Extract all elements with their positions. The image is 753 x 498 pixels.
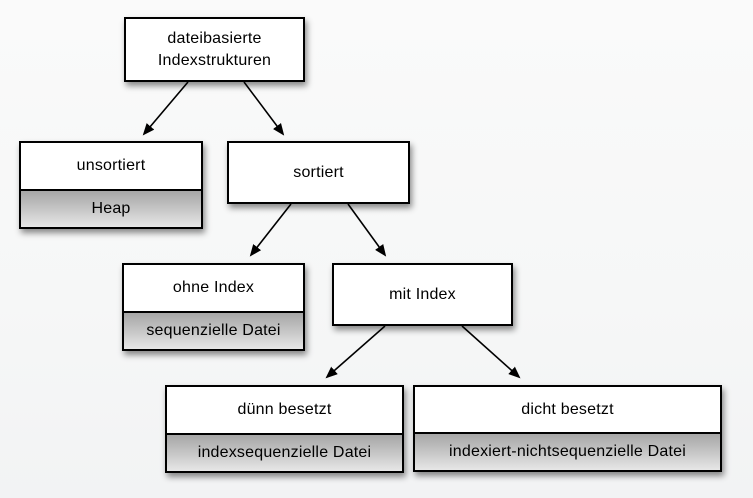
node-with-index: mit Index: [332, 263, 513, 326]
node-sorted-label: sortiert: [293, 163, 344, 181]
edge-sorted-withindex: [347, 203, 387, 257]
edge-root-sorted: [243, 81, 285, 136]
node-without-index: ohne Index sequenzielle Datei: [122, 263, 305, 351]
node-with-index-label: mit Index: [389, 285, 456, 303]
node-sparse-sublabel: indexsequenzielle Datei: [167, 433, 402, 471]
node-unsorted: unsortiert Heap: [19, 141, 203, 229]
node-sparse: dünn besetzt indexsequenzielle Datei: [165, 385, 404, 473]
node-dense-sublabel: indexiert-nichtsequenzielle Datei: [415, 432, 720, 470]
node-dense: dicht besetzt indexiert-nichtsequenziell…: [413, 385, 722, 472]
edge-withindex-dense: [461, 325, 521, 379]
node-sparse-label: dünn besetzt: [237, 401, 332, 419]
node-without-index-label: ohne Index: [172, 279, 255, 297]
edge-withindex-sparse: [325, 325, 386, 379]
node-dense-label: dicht besetzt: [521, 400, 614, 418]
node-sorted: sortiert: [227, 141, 410, 204]
node-root: dateibasierte Indexstrukturen: [124, 17, 305, 82]
node-without-index-sublabel: sequenzielle Datei: [124, 311, 303, 349]
node-root-label: dateibasierte Indexstrukturen: [157, 29, 272, 69]
edge-root-unsorted: [142, 81, 189, 136]
node-unsorted-sublabel: Heap: [21, 189, 201, 227]
edge-sorted-noindex: [249, 203, 292, 257]
node-unsorted-label: unsortiert: [76, 157, 146, 175]
